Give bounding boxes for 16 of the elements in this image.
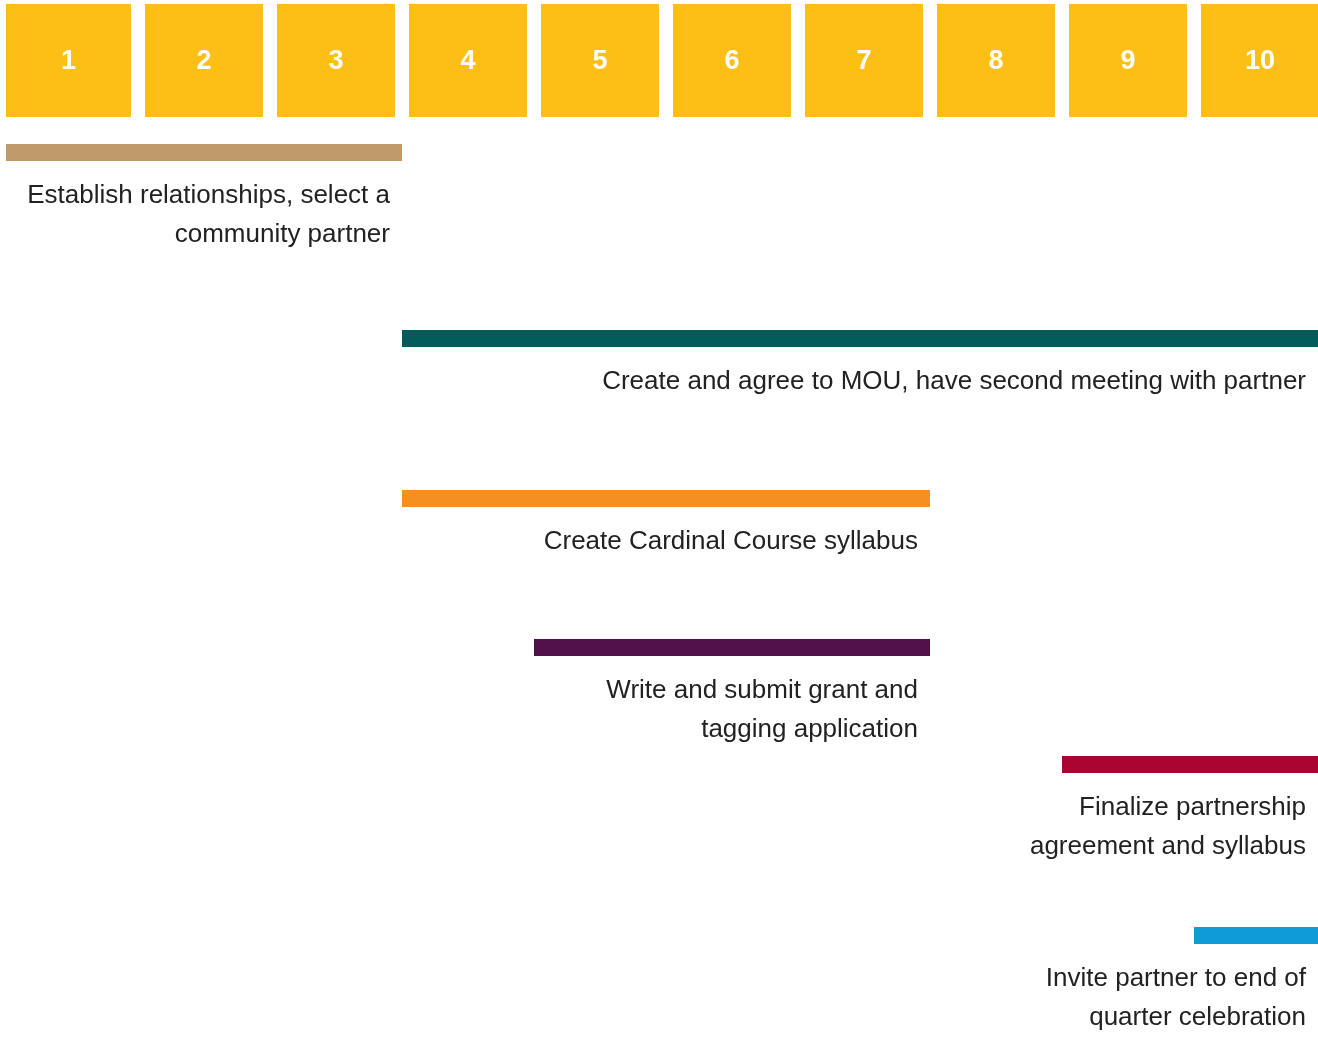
week-box: 8 xyxy=(937,4,1055,117)
week-box: 5 xyxy=(541,4,659,117)
task-label: Write and submit grant and tagging application xyxy=(605,673,918,745)
week-box: 1 xyxy=(6,4,131,117)
task-label: Create Cardinal Course syllabus xyxy=(542,524,918,557)
task-label: Invite partner to end of quarter celebration xyxy=(1044,961,1306,1033)
week-box: 7 xyxy=(805,4,923,117)
week-box: 9 xyxy=(1069,4,1187,117)
week-box: 10 xyxy=(1201,4,1318,117)
task-label: Create and agree to MOU, have second meeting with partner xyxy=(601,364,1306,397)
week-box: 2 xyxy=(145,4,263,117)
week-box: 6 xyxy=(673,4,791,117)
task-label: Establish relationships, select a community partner xyxy=(26,178,390,250)
task-label: Finalize partnership agreement and syllabus xyxy=(1028,790,1306,862)
week-box: 4 xyxy=(409,4,527,117)
week-box: 3 xyxy=(277,4,395,117)
